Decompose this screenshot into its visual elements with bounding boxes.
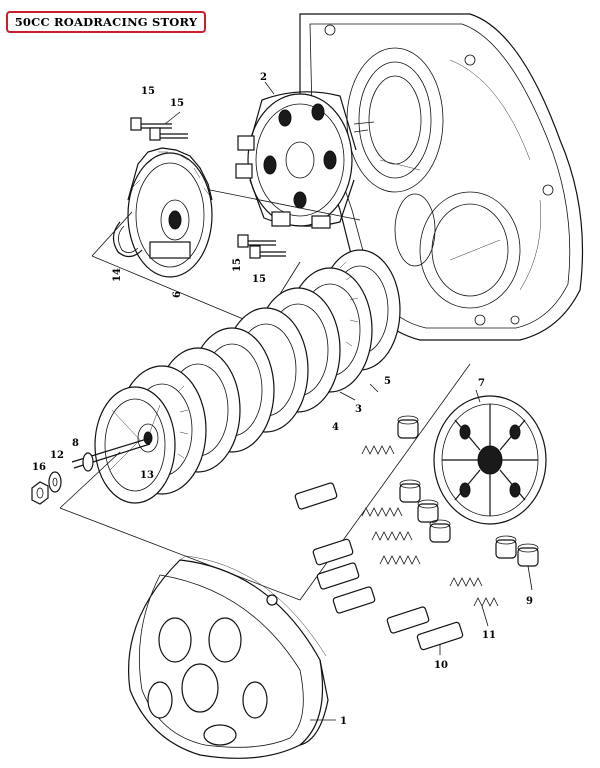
clutch-lifter-plate-part-7 bbox=[433, 395, 547, 525]
callout-6: 6 bbox=[172, 291, 183, 298]
bolt-pair-part-15-upper bbox=[130, 117, 188, 141]
callout-8: 8 bbox=[72, 438, 79, 449]
clutch-pins-part-10 bbox=[294, 482, 464, 651]
title-badge-text: 50CC ROADRACING STORY bbox=[14, 15, 198, 29]
clutch-springs-part-11 bbox=[361, 445, 499, 607]
bolt-pair-part-15-lower bbox=[237, 234, 286, 259]
washer-part-12 bbox=[48, 471, 62, 493]
callout-16: 16 bbox=[32, 462, 46, 473]
callout-15c: 15 bbox=[232, 258, 243, 272]
pressure-plate-part-13 bbox=[94, 386, 176, 504]
callout-15d: 15 bbox=[252, 274, 266, 285]
callout-1: 1 bbox=[340, 716, 347, 727]
callout-labels: 15 15 2 14 6 15 15 5 3 4 7 16 12 8 13 9 … bbox=[32, 72, 533, 727]
leader-lines bbox=[164, 81, 533, 655]
callout-11: 11 bbox=[482, 630, 496, 641]
callout-15a: 15 bbox=[141, 86, 155, 97]
callout-12: 12 bbox=[50, 450, 64, 461]
callout-15b: 15 bbox=[170, 98, 184, 109]
clutch-inner-gear-part-6 bbox=[127, 147, 213, 278]
callout-10: 10 bbox=[434, 660, 448, 671]
clutch-cover-part-1 bbox=[127, 555, 336, 759]
callout-9: 9 bbox=[526, 596, 533, 607]
callout-14: 14 bbox=[112, 268, 123, 282]
clutch-outer-part-2 bbox=[235, 91, 375, 229]
callout-2: 2 bbox=[260, 72, 267, 83]
push-rod-part-8 bbox=[71, 437, 151, 472]
title-badge: 50CC ROADRACING STORY bbox=[6, 11, 206, 33]
callout-3: 3 bbox=[355, 404, 362, 415]
callout-5: 5 bbox=[384, 376, 391, 387]
nut-part-16 bbox=[31, 481, 49, 505]
callout-13: 13 bbox=[140, 470, 154, 481]
callout-4: 4 bbox=[332, 422, 339, 433]
callout-7: 7 bbox=[478, 378, 485, 389]
spring-cups bbox=[397, 415, 539, 567]
